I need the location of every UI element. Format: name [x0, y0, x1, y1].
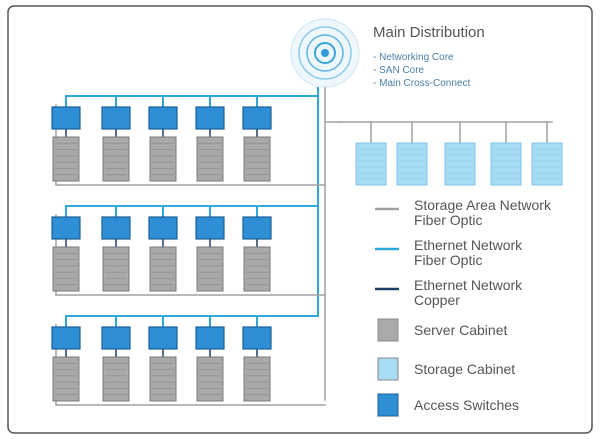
- server-cabinet: [149, 246, 177, 292]
- server-cabinet: [102, 246, 130, 292]
- main-distribution-item: - Main Cross-Connect: [373, 78, 470, 89]
- storage-cabinet: [396, 142, 428, 186]
- storage-cabinet: [531, 142, 563, 186]
- legend-box-swatch: [377, 318, 399, 342]
- server-cabinet: [243, 136, 271, 182]
- access-switch: [51, 106, 81, 130]
- legend-label: Ethernet Network: [414, 237, 523, 253]
- legend-label: Copper: [414, 292, 460, 308]
- legend-label: Fiber Optic: [414, 212, 482, 228]
- legend-label: Server Cabinet: [414, 322, 507, 338]
- server-cabinet: [149, 136, 177, 182]
- access-switch: [195, 326, 225, 350]
- equipment-layer: [51, 106, 563, 402]
- legend-label: Storage Area Network: [414, 197, 552, 213]
- server-cabinet: [52, 356, 80, 402]
- main-distribution-item: - Networking Core: [373, 52, 454, 63]
- legend-label: Ethernet Network: [414, 277, 523, 293]
- main-distribution-item: - SAN Core: [373, 65, 425, 76]
- server-cabinet: [102, 356, 130, 402]
- storage-cabinet: [355, 142, 387, 186]
- main-distribution-title: Main Distribution: [373, 24, 485, 41]
- server-cabinet: [52, 136, 80, 182]
- server-cabinet: [196, 356, 224, 402]
- legend-box-swatch: [377, 393, 399, 417]
- server-cabinet: [52, 246, 80, 292]
- access-switch: [101, 106, 131, 130]
- storage-cabinet: [444, 142, 476, 186]
- access-switch: [101, 326, 131, 350]
- cabling-layer: [55, 87, 553, 406]
- storage-cabinet: [490, 142, 522, 186]
- server-cabinet: [149, 356, 177, 402]
- access-switch: [148, 216, 178, 240]
- main-distribution-icon: [290, 18, 360, 88]
- access-switch: [242, 326, 272, 350]
- access-switch: [242, 106, 272, 130]
- access-switch: [148, 106, 178, 130]
- access-switch: [242, 216, 272, 240]
- server-cabinet: [243, 246, 271, 292]
- access-switch: [51, 326, 81, 350]
- access-switch: [195, 216, 225, 240]
- server-cabinet: [196, 246, 224, 292]
- legend-label: Access Switches: [414, 397, 519, 413]
- legend-label: Fiber Optic: [414, 252, 482, 268]
- access-switch: [148, 326, 178, 350]
- legend-box-swatch: [377, 357, 399, 381]
- server-cabinet: [196, 136, 224, 182]
- access-switch: [51, 216, 81, 240]
- legend-label: Storage Cabinet: [414, 361, 515, 377]
- server-cabinet: [102, 136, 130, 182]
- access-switch: [101, 216, 131, 240]
- access-switch: [195, 106, 225, 130]
- server-cabinet: [243, 356, 271, 402]
